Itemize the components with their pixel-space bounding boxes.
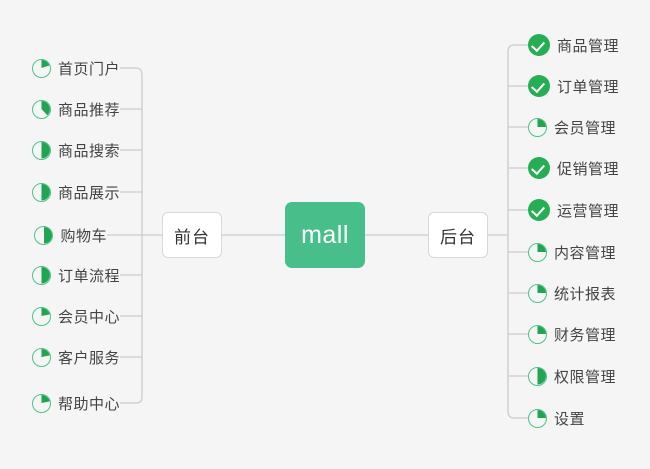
leaf-node-label: 会员中心 xyxy=(57,308,120,326)
pie-icon-wedge xyxy=(537,325,546,334)
leaf-node-frontend[interactable]: 帮助中心 xyxy=(31,390,120,416)
root-node-label: mall xyxy=(301,220,349,249)
leaf-node-backend[interactable]: 促销管理 xyxy=(528,155,619,181)
pie-icon xyxy=(528,366,547,386)
pie-icon-wedge xyxy=(41,394,50,403)
edge-left-spine-top-cap xyxy=(135,67,143,76)
pie-icon xyxy=(31,393,51,413)
check-circle-icon xyxy=(528,199,550,221)
leaf-node-label: 会员管理 xyxy=(554,119,617,137)
leaf-node-backend[interactable]: 会员管理 xyxy=(528,114,616,140)
pie-icon-wedge xyxy=(41,307,50,316)
check-circle-icon xyxy=(528,157,550,179)
leaf-node-backend[interactable]: 设置 xyxy=(528,405,585,431)
leaf-node-frontend[interactable]: 会员中心 xyxy=(31,303,120,329)
leaf-node-backend[interactable]: 运营管理 xyxy=(528,197,619,223)
pie-icon-wedge xyxy=(41,100,50,116)
leaf-node-label: 客户服务 xyxy=(57,349,120,367)
edge-left-spine-bottom-cap xyxy=(135,396,143,404)
leaf-node-frontend[interactable]: 商品展示 xyxy=(31,179,120,205)
leaf-node-label: 促销管理 xyxy=(557,160,620,178)
pie-icon-wedge xyxy=(41,266,50,284)
leaf-node-backend[interactable]: 订单管理 xyxy=(528,73,619,99)
pie-icon xyxy=(31,182,51,202)
pie-icon xyxy=(31,58,51,78)
leaf-node-label: 设置 xyxy=(554,410,586,428)
leaf-node-label: 运营管理 xyxy=(557,202,620,220)
branch-node-backend-label: 后台 xyxy=(440,227,476,247)
leaf-node-label: 首页门户 xyxy=(57,60,120,78)
pie-icon xyxy=(528,117,547,137)
leaf-node-frontend[interactable]: 客户服务 xyxy=(31,344,120,370)
leaf-node-label: 内容管理 xyxy=(554,244,617,262)
leaf-node-label: 订单管理 xyxy=(557,78,620,96)
pie-icon xyxy=(528,324,547,344)
pie-icon xyxy=(31,306,51,326)
leaf-node-label: 商品推荐 xyxy=(57,101,120,119)
branch-node-frontend[interactable]: 前台 xyxy=(162,212,222,258)
edge-right-spine-top-cap xyxy=(507,44,515,53)
pie-icon xyxy=(31,265,51,285)
leaf-node-label: 订单流程 xyxy=(57,267,120,285)
leaf-node-label: 财务管理 xyxy=(554,326,617,344)
pie-icon-wedge xyxy=(41,183,50,201)
pie-icon-wedge xyxy=(537,284,546,293)
check-circle-icon xyxy=(528,34,550,56)
pie-icon-wedge xyxy=(41,141,50,159)
pie-icon xyxy=(31,140,51,160)
leaf-node-backend[interactable]: 财务管理 xyxy=(528,321,616,347)
branch-node-backend[interactable]: 后台 xyxy=(428,212,488,258)
leaf-node-frontend[interactable]: 商品推荐 xyxy=(31,96,120,122)
leaf-node-label: 商品管理 xyxy=(557,37,620,55)
pie-icon-wedge xyxy=(537,243,546,252)
leaf-node-label: 商品展示 xyxy=(57,184,120,202)
pie-icon xyxy=(34,225,54,245)
leaf-node-label: 权限管理 xyxy=(554,368,617,386)
pie-icon-wedge xyxy=(537,409,546,418)
leaf-node-frontend[interactable]: 商品搜索 xyxy=(31,137,120,163)
leaf-node-label: 统计报表 xyxy=(554,285,617,303)
pie-icon xyxy=(31,347,51,367)
leaf-node-label: 帮助中心 xyxy=(57,395,120,413)
leaf-node-backend[interactable]: 权限管理 xyxy=(528,363,616,389)
leaf-node-backend[interactable]: 商品管理 xyxy=(528,32,619,58)
leaf-node-label: 购物车 xyxy=(60,227,107,245)
leaf-node-frontend[interactable]: 首页门户 xyxy=(31,55,120,81)
edge-right-spine-bottom-cap xyxy=(507,410,515,419)
pie-icon-wedge xyxy=(43,226,53,244)
pie-icon xyxy=(528,283,547,303)
pie-icon-wedge xyxy=(41,59,50,68)
leaf-node-frontend[interactable]: 购物车 xyxy=(34,222,107,248)
check-circle-icon xyxy=(528,75,550,97)
pie-icon-wedge xyxy=(537,367,546,385)
root-node-mall[interactable]: mall xyxy=(285,202,365,268)
leaf-node-frontend[interactable]: 订单流程 xyxy=(31,262,120,288)
leaf-node-label: 商品搜索 xyxy=(57,142,120,160)
leaf-node-backend[interactable]: 内容管理 xyxy=(528,239,616,265)
pie-icon-wedge xyxy=(41,348,50,357)
pie-icon xyxy=(528,408,547,428)
pie-icon xyxy=(528,242,547,262)
pie-icon-wedge xyxy=(537,118,546,127)
leaf-node-backend[interactable]: 统计报表 xyxy=(528,280,616,306)
pie-icon xyxy=(31,99,51,119)
branch-node-frontend-label: 前台 xyxy=(174,227,210,247)
